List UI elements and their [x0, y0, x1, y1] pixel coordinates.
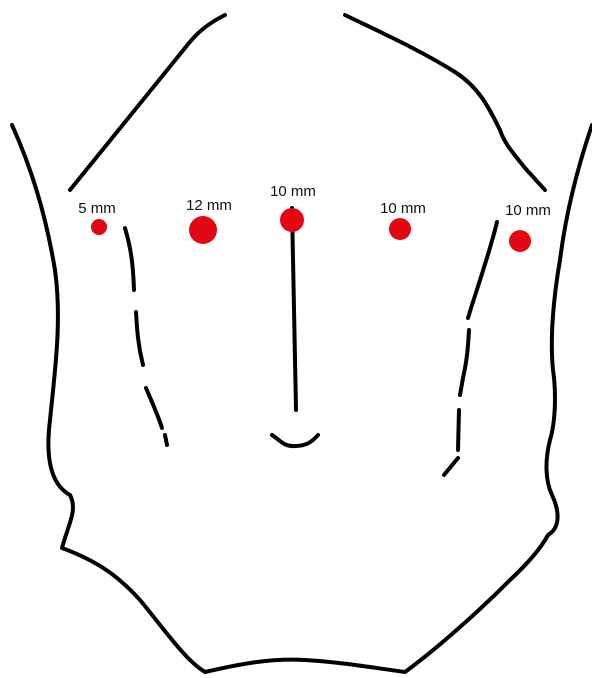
port-12mm: 12 mm: [186, 197, 232, 244]
port-5mm-left: 5 mm: [78, 200, 116, 235]
port-dot: [509, 230, 531, 252]
port-10mm-right: 10 mm: [380, 200, 426, 240]
port-label: 10 mm: [270, 183, 316, 200]
port-label: 12 mm: [186, 197, 232, 214]
port-label: 5 mm: [78, 200, 116, 217]
port-label: 10 mm: [505, 202, 551, 219]
abdominal-markings: [125, 208, 497, 475]
port-10mm-far-right: 10 mm: [505, 202, 551, 252]
port-dot: [189, 216, 217, 244]
left-dashed-line: [125, 228, 167, 445]
right-dashed-line: [444, 222, 497, 475]
port-dot: [389, 218, 411, 240]
port-dot: [91, 219, 107, 235]
umbilicus-mark: [272, 435, 318, 446]
port-label: 10 mm: [380, 200, 426, 217]
port-dot: [280, 208, 304, 232]
midline-incision: [292, 208, 296, 410]
torso-outline: [12, 15, 592, 672]
right-shoulder-line: [345, 15, 545, 190]
port-markers: 5 mm 12 mm 10 mm 10 mm 10 mm: [78, 183, 551, 252]
left-shoulder-line: [70, 15, 225, 190]
